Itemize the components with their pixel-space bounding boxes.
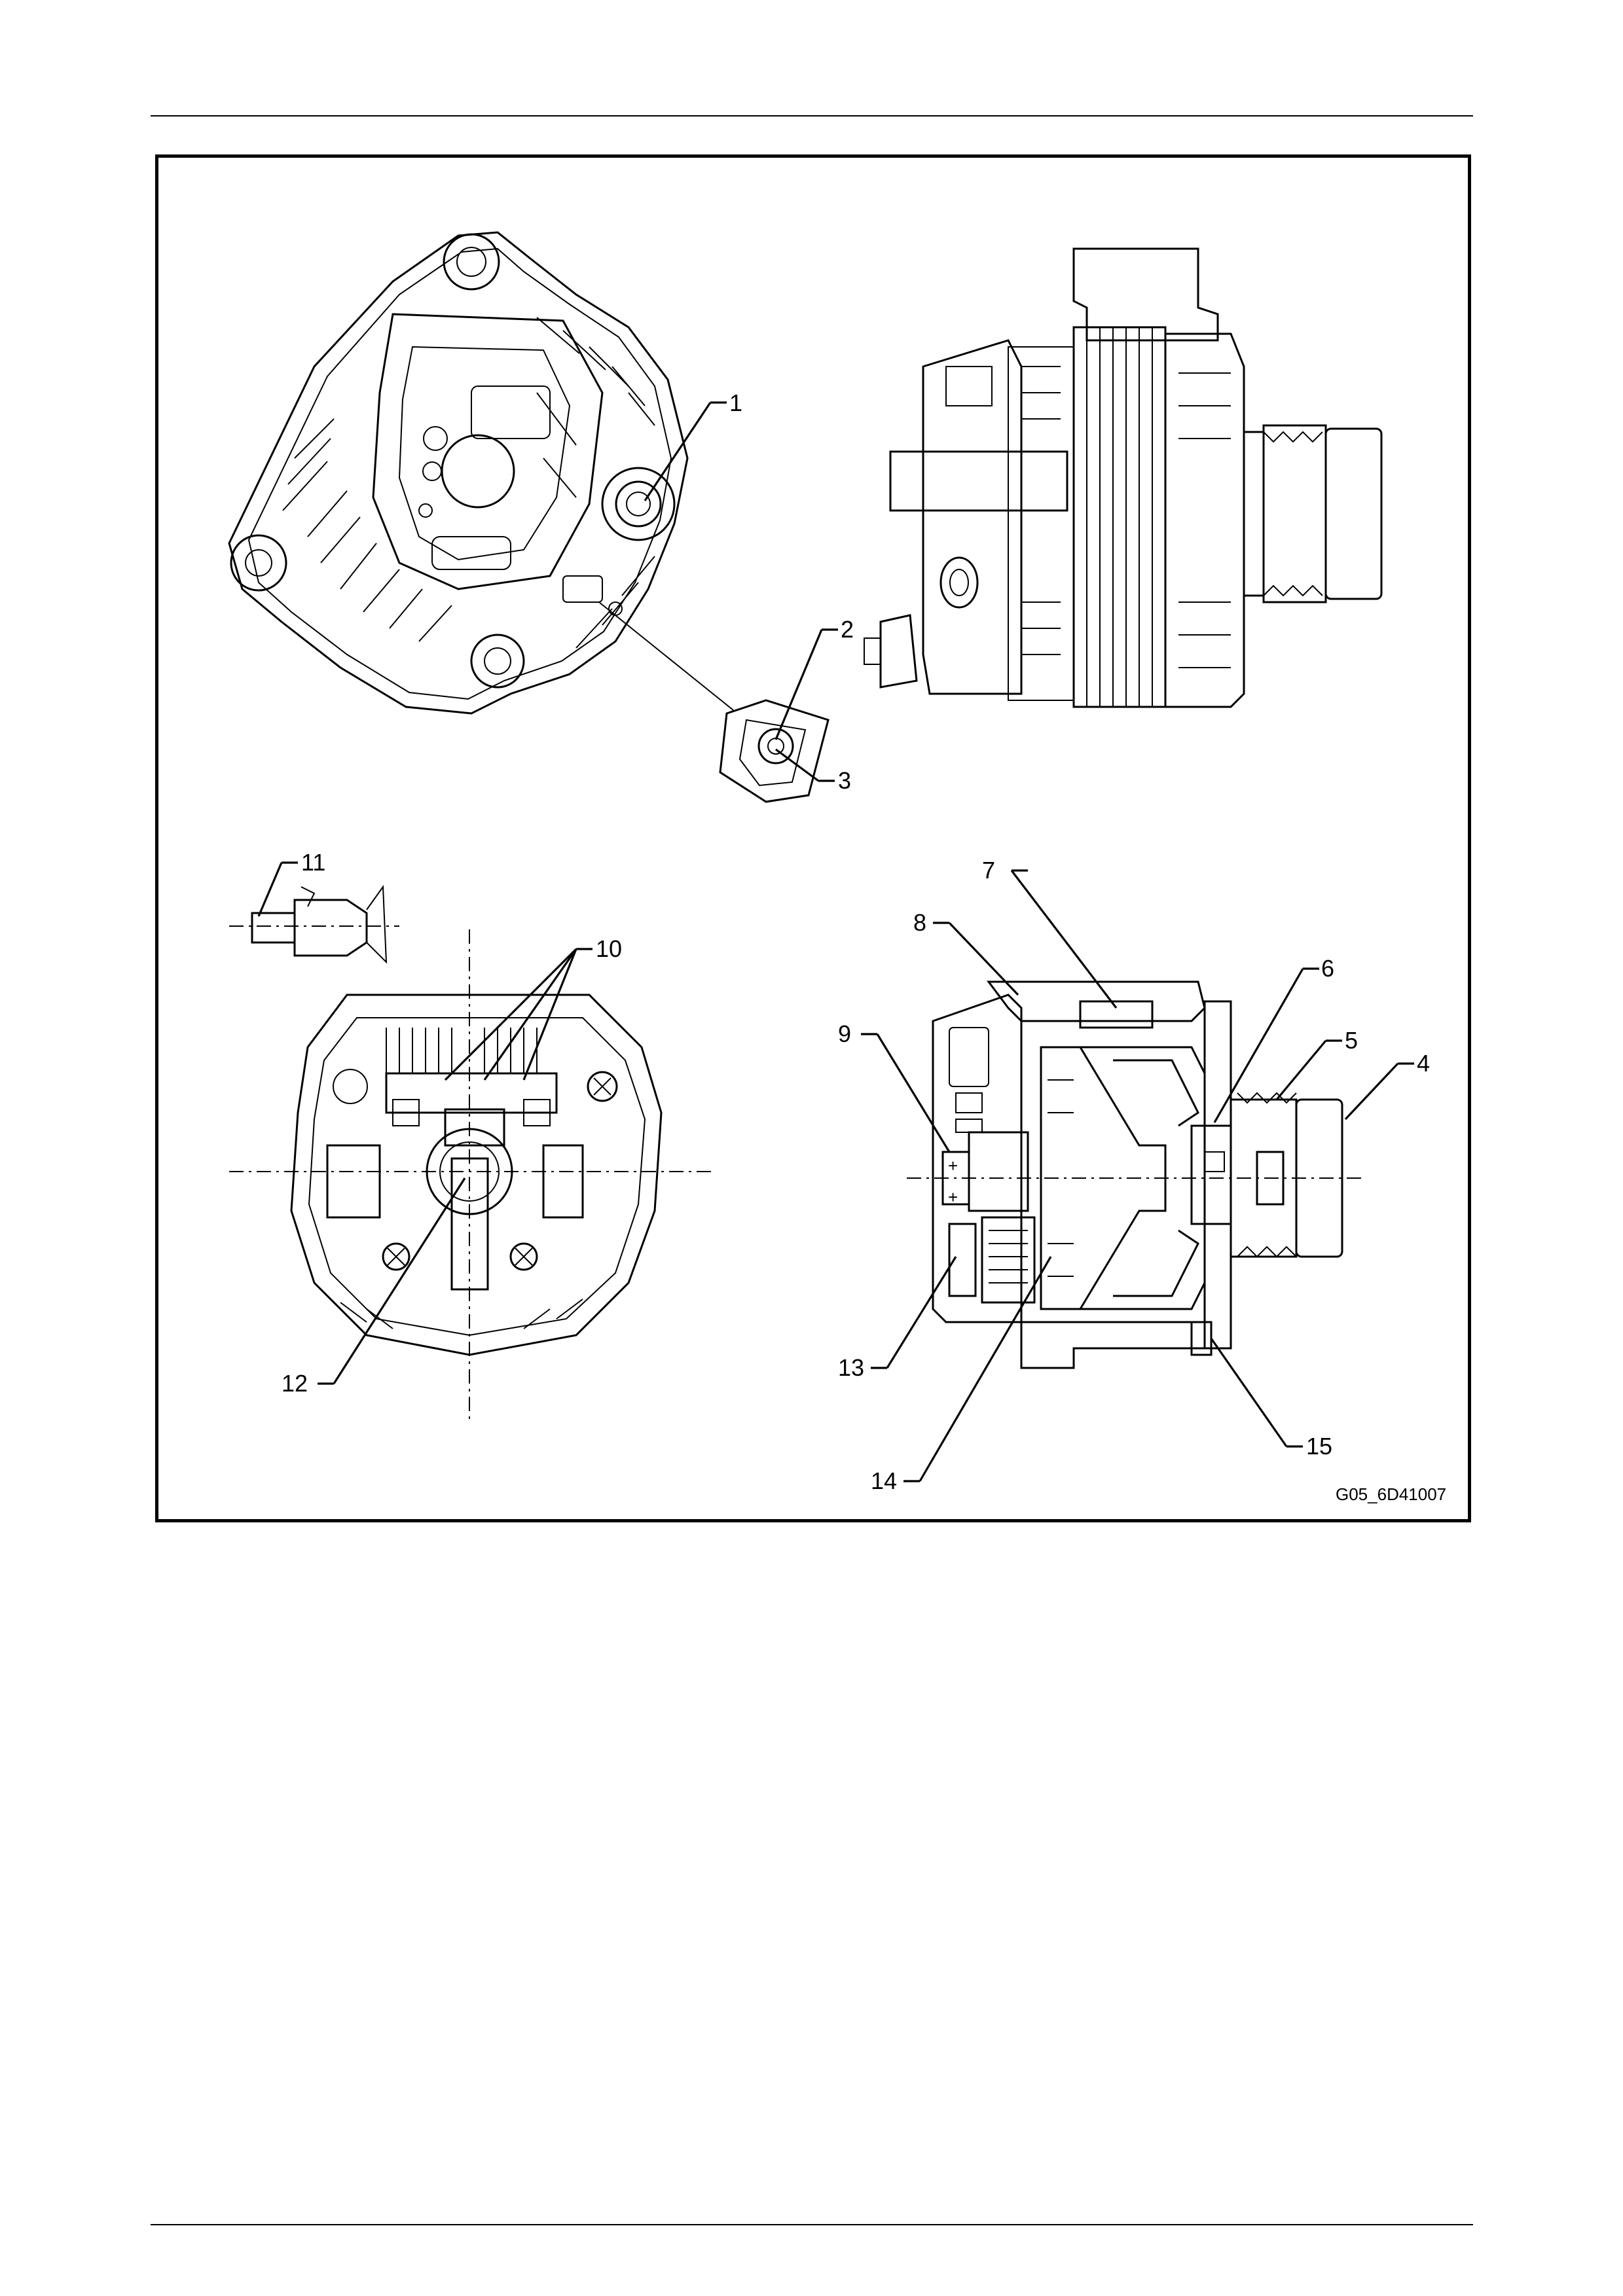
- brush-holder-detail: [229, 887, 399, 962]
- callout-9: 9: [838, 1020, 851, 1047]
- side-cross-section: + +: [907, 982, 1362, 1368]
- callout-6: 6: [1321, 955, 1334, 982]
- callout-10: 10: [596, 935, 622, 962]
- side-view: [864, 249, 1381, 707]
- callout-11: 11: [301, 849, 325, 876]
- callout-4: 4: [1417, 1050, 1430, 1077]
- callout-7: 7: [982, 857, 995, 884]
- callout-14: 14: [871, 1467, 897, 1494]
- callout-5: 5: [1345, 1027, 1358, 1054]
- rear-end-view: [229, 232, 687, 713]
- callout-labels: 1 2 3 4 5 6 7 8 9 10 11 12 13 14 15 G05_…: [282, 389, 1446, 1504]
- callout-8: 8: [913, 909, 926, 936]
- svg-text:+: +: [948, 1156, 958, 1175]
- figure-id: G05_6D41007: [1336, 1484, 1446, 1504]
- svg-text:+: +: [948, 1187, 958, 1207]
- connector-detail: [599, 602, 828, 802]
- callout-15: 15: [1306, 1433, 1332, 1460]
- front-cross-section: [229, 929, 714, 1420]
- callout-12: 12: [282, 1370, 308, 1397]
- callout-13: 13: [838, 1354, 864, 1381]
- callout-2: 2: [841, 616, 854, 643]
- callout-1: 1: [729, 389, 742, 416]
- callout-3: 3: [838, 767, 851, 794]
